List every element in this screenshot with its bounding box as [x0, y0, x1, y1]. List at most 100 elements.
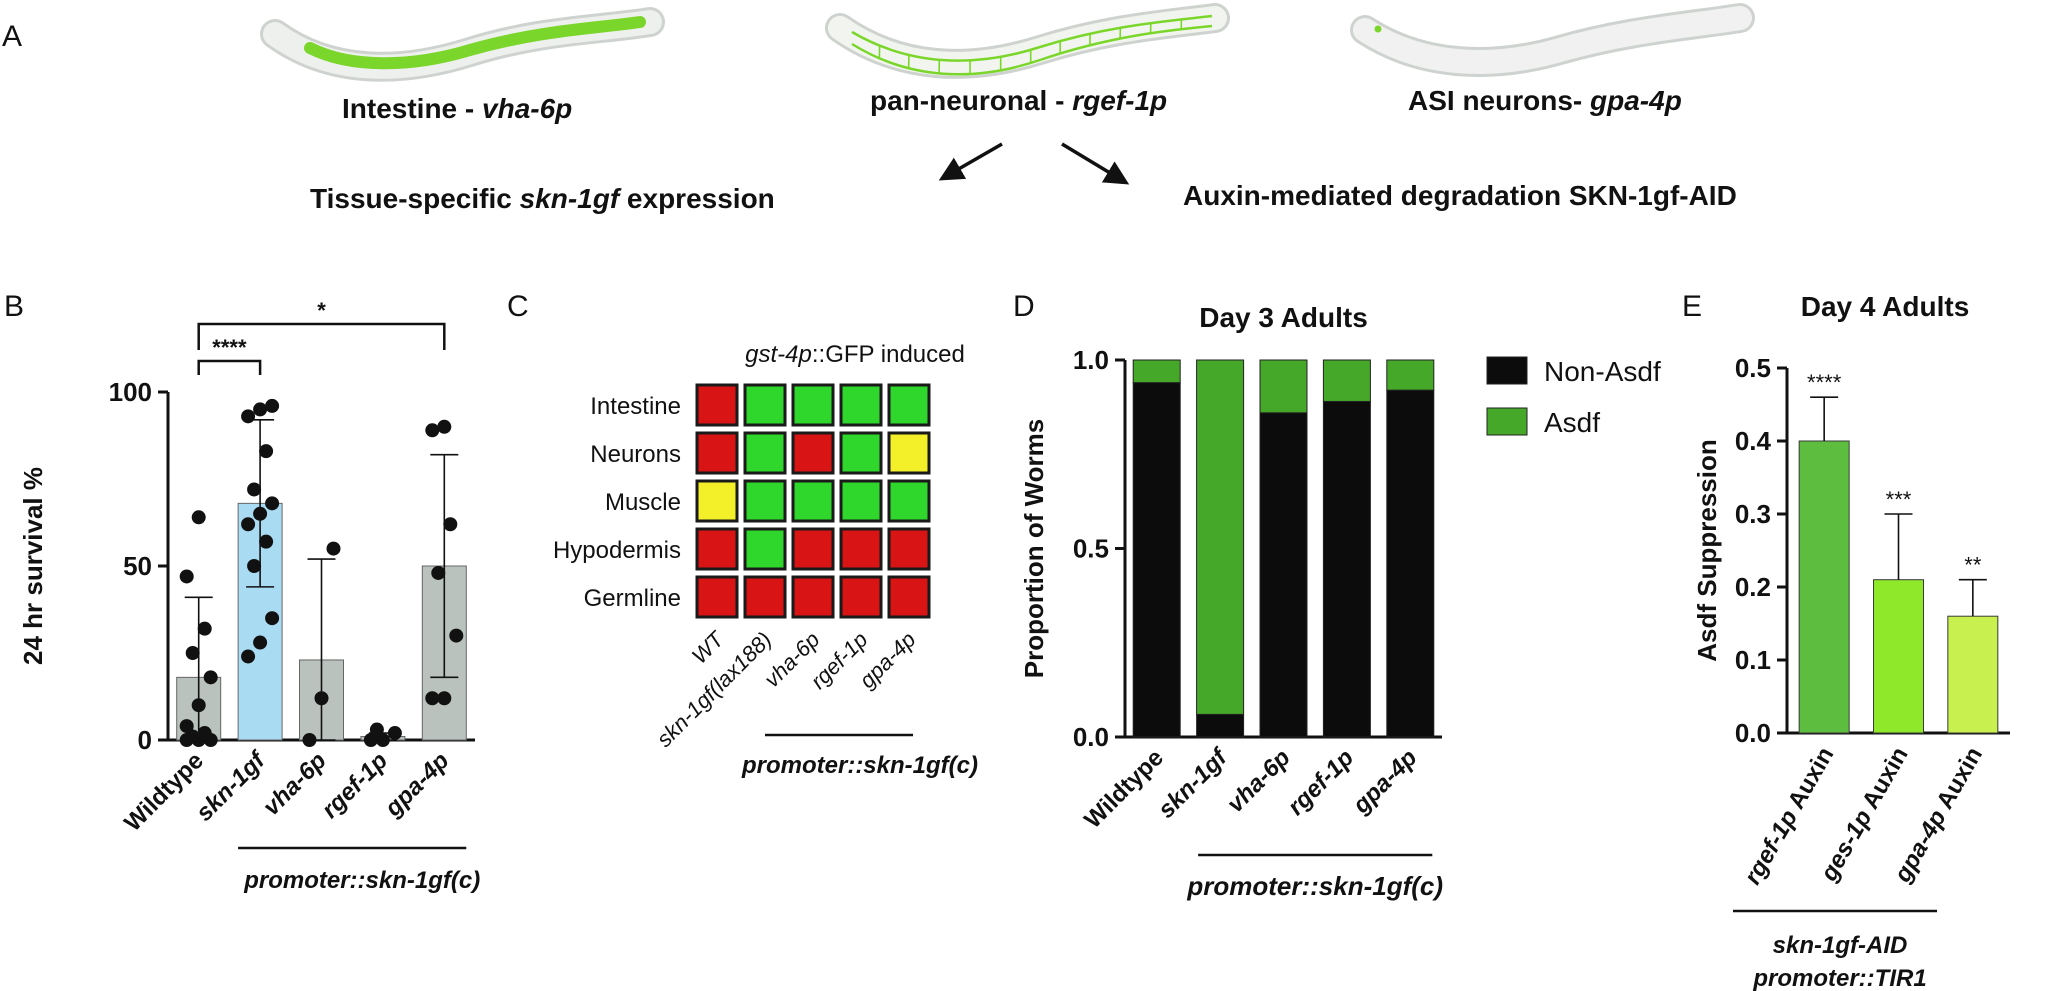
b-data-point: [302, 733, 317, 747]
d-bar-segment: [1196, 713, 1245, 738]
b-data-point: [387, 726, 402, 741]
c-cell: [791, 431, 835, 475]
b-data-point: [443, 517, 458, 532]
c-cell: [839, 575, 883, 619]
d-bar-segment: [1132, 359, 1181, 384]
c-cell: [695, 479, 739, 523]
b-data-point: [179, 719, 194, 734]
b-data-point: [363, 733, 378, 747]
d-bar-segment: [1386, 389, 1435, 738]
d-legend-swatch: [1486, 356, 1528, 385]
panel-label-c: C: [507, 290, 529, 323]
d-bar-segment: [1132, 382, 1181, 738]
d-legend-label: Non-Asdf: [1544, 356, 1661, 387]
c-group-label: promoter::skn-1gf(c): [741, 752, 978, 779]
b-data-point: [203, 670, 218, 685]
b-sig-label: ****: [212, 335, 247, 360]
b-sig-bracket: [197, 322, 446, 350]
b-data-point: [253, 402, 268, 417]
c-cell: [695, 383, 739, 427]
auxin-caption: Auxin-mediated degradation SKN-1gf-AID: [1183, 180, 1737, 211]
c-cell: [791, 575, 835, 619]
b-y-tick-label: 100: [109, 377, 152, 407]
b-data-point: [241, 649, 256, 664]
d-bar-segment: [1322, 400, 1371, 738]
c-row-label: Germline: [584, 585, 681, 612]
b-sig-bracket: [197, 359, 262, 375]
e-y-tick-label: 0.4: [1735, 426, 1772, 456]
e-y-axis-label: Asdf Suppression: [1692, 439, 1722, 661]
e-sig-label: ***: [1886, 487, 1912, 512]
c-row-label: Muscle: [605, 489, 681, 516]
b-data-point: [253, 635, 268, 650]
b-data-point: [265, 496, 280, 511]
panel-label-b: B: [4, 290, 24, 323]
e-group-label-1: skn-1gf-AID: [1773, 932, 1908, 959]
d-x-tick-label: skn-1gf: [1153, 743, 1234, 824]
c-cell: [887, 479, 931, 523]
c-row-label: Neurons: [590, 441, 681, 468]
worm-illustration-asi: [1350, 3, 1755, 77]
b-y-axis-label: 24 hr survival %: [18, 467, 48, 665]
b-data-point: [425, 423, 440, 438]
b-group-label: promoter::skn-1gf(c): [243, 867, 480, 894]
c-title: gst-4p::GFP induced: [745, 341, 965, 368]
d-x-tick-label: rgef-1p: [1283, 744, 1360, 821]
b-data-point: [253, 506, 268, 521]
c-row-label: Intestine: [590, 393, 681, 420]
panel-label-d: D: [1013, 290, 1035, 323]
c-cell: [839, 431, 883, 475]
d-x-tick-label: gpa-4p: [1347, 744, 1422, 819]
c-cell: [791, 479, 835, 523]
worm-caption-3: ASI neurons- gpa-4p: [1408, 85, 1682, 116]
b-sig-label: *: [317, 298, 326, 323]
d-bar-segment: [1259, 412, 1308, 738]
b-y-tick-label: 0: [138, 725, 152, 755]
worm-caption-2: pan-neuronal - rgef-1p: [870, 85, 1167, 116]
b-data-point: [191, 510, 206, 525]
e-bar: [1798, 440, 1850, 734]
arrow-left: [938, 142, 1003, 181]
d-legend-swatch: [1486, 407, 1528, 436]
worm-illustration-intestine: [260, 7, 665, 82]
worm-caption-1: Intestine - vha-6p: [342, 93, 572, 124]
e-bar: [1947, 615, 1999, 734]
b-data-point: [326, 541, 341, 556]
b-data-point: [437, 691, 452, 706]
b-data-point: [241, 517, 256, 532]
b-data-point: [247, 482, 262, 497]
c-cell: [887, 383, 931, 427]
e-y-tick-label: 0.1: [1735, 645, 1771, 675]
b-data-point: [437, 419, 452, 434]
e-group-label-2: promoter::TIR1: [1752, 965, 1926, 991]
c-cell: [743, 575, 787, 619]
e-title: Day 4 Adults: [1801, 291, 1970, 322]
worm-illustration-neuronal: [825, 3, 1230, 79]
d-x-tick-label: Wildtype: [1079, 744, 1169, 834]
c-cell: [695, 575, 739, 619]
c-cell: [887, 431, 931, 475]
tissue-specific-caption: Tissue-specific skn-1gf expression: [310, 183, 775, 214]
b-data-point: [197, 621, 212, 636]
c-row-label: Hypodermis: [553, 537, 681, 564]
c-cell: [839, 527, 883, 571]
d-title: Day 3 Adults: [1199, 302, 1368, 333]
d-y-tick-label: 0.5: [1073, 534, 1109, 564]
b-data-point: [449, 628, 464, 643]
e-y-tick-label: 0.5: [1735, 353, 1771, 383]
e-y-tick-label: 0.2: [1735, 572, 1771, 602]
b-x-tick-label: Wildtype: [119, 747, 209, 837]
e-bar: [1873, 579, 1924, 734]
c-cell: [695, 431, 739, 475]
b-data-point: [185, 646, 200, 660]
arrow-right: [1061, 142, 1130, 185]
c-cell: [839, 383, 883, 427]
b-y-tick-label: 50: [123, 551, 152, 581]
b-data-point: [259, 444, 274, 459]
b-data-point: [369, 722, 384, 737]
d-bar-segment: [1259, 359, 1308, 414]
c-cell: [743, 527, 787, 571]
e-sig-label: ****: [1807, 370, 1842, 395]
